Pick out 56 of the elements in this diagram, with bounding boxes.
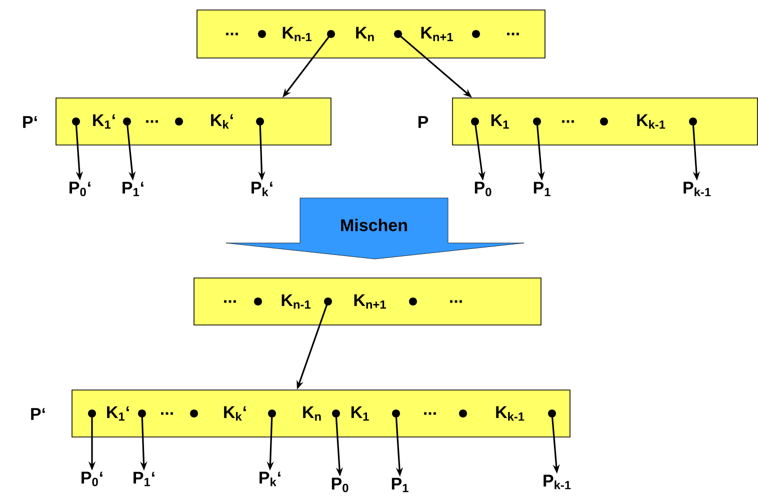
key-dot: [600, 118, 608, 126]
node-label: K$_{1}$: [351, 406, 369, 421]
key-dot: [471, 118, 479, 126]
node-label: K$_{1}$‘: [93, 114, 115, 129]
pointer-label: P$_{0}$‘: [70, 182, 90, 196]
page-label: P: [418, 116, 428, 128]
page-label: P‘: [31, 408, 45, 420]
key-dot: [472, 30, 480, 38]
pointer-label: P$_{0}$: [332, 478, 348, 492]
pointer-label: P$_{1}$‘: [134, 472, 154, 486]
key-dot: [459, 409, 467, 418]
node-label: K$_{n}$: [303, 406, 321, 421]
pointer-label: P$_{k-1}$: [544, 474, 571, 490]
key-dot: [324, 298, 332, 306]
node-label: K$_{k-1}$: [496, 406, 524, 421]
node-label: ...: [424, 412, 436, 415]
key-box: ... K$_{n-1}$ K$_{n}$ K$_{n+1}$ ...: [196, 10, 546, 58]
node-label: K$_{k}$‘: [224, 406, 246, 421]
pointer-label: P$_{1}$: [392, 478, 408, 492]
node-label: K$_{k-1}$: [637, 114, 666, 129]
key-dot: [175, 118, 183, 126]
key-dot: [268, 409, 276, 418]
key-dot: [332, 409, 340, 418]
key-box: K$_{1}$‘ ... K$_{k}$‘: [56, 98, 332, 146]
pointer-label: P$_{k-1}$: [684, 182, 711, 196]
key-dot: [392, 409, 400, 418]
key-dot: [533, 118, 541, 126]
pointer-label: P$_{0}$‘: [82, 472, 102, 486]
key-dot: [254, 298, 262, 306]
key-dot: [548, 409, 556, 418]
pointer-label: P$_{1}$‘: [122, 182, 144, 196]
key-dot: [258, 30, 266, 38]
node-label: K$_{k}$‘: [211, 114, 233, 129]
key-box: K$_{1}$ ... K$_{k-1}$: [452, 98, 758, 146]
node-label: ...: [146, 120, 158, 123]
pointer-label: P$_{1}$: [534, 182, 550, 196]
key-dot: [689, 118, 697, 126]
key-dot: [138, 409, 146, 418]
node-label: K$_{1}$: [491, 114, 509, 129]
key-dot: [256, 118, 264, 126]
key-dot: [88, 409, 96, 418]
key-dot: [123, 118, 131, 126]
node-label: ...: [161, 412, 173, 415]
node-label: ...: [562, 120, 574, 123]
key-dot: [327, 30, 335, 38]
key-dot: [409, 298, 417, 306]
pointer-label: P$_{k}$‘: [260, 472, 280, 486]
key-dot: [72, 118, 80, 126]
key-dot: [190, 409, 198, 418]
page-label: P‘: [23, 116, 37, 128]
node-label: K$_{1}$‘: [107, 406, 129, 421]
pointer-label: P$_{0}$: [474, 182, 492, 196]
key-box: K$_{1}$‘ ... K$_{k}$‘ K$_{n}$ K$_{1}$ ... K$_{k-1}$: [72, 390, 570, 438]
key-dot: [394, 30, 402, 38]
key-box: ... K$_{n-1}$ K$_{n+1}$ ...: [194, 278, 542, 326]
pointer-label: P$_{k}$‘: [252, 182, 272, 196]
